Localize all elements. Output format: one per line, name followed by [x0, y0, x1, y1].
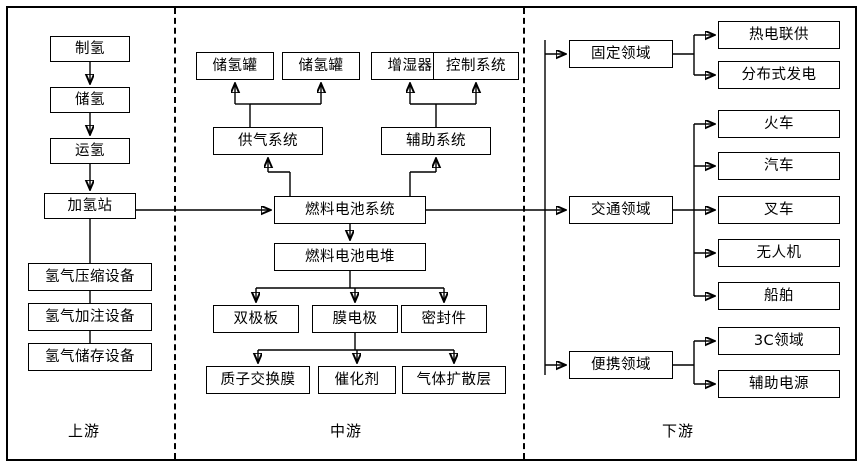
node-sealing-part[interactable]: 密封件	[401, 305, 487, 333]
section-label-downstream: 下游	[662, 422, 695, 440]
node-train[interactable]: 火车	[718, 110, 840, 138]
node-chu-qing[interactable]: 储氢	[50, 87, 130, 113]
node-ship[interactable]: 船舶	[718, 282, 840, 310]
node-fuel-cell-stack[interactable]: 燃料电池电堆	[274, 243, 426, 271]
node-hydrogen-storage-equipment[interactable]: 氢气储存设备	[28, 343, 152, 371]
node-catalyst[interactable]: 催化剂	[318, 366, 396, 394]
node-hydrogen-tank-2[interactable]: 储氢罐	[282, 52, 360, 80]
diagram-outer-border	[6, 6, 857, 461]
node-membrane-electrode[interactable]: 膜电极	[312, 305, 398, 333]
node-car[interactable]: 汽车	[718, 152, 840, 180]
node-proton-exchange-membrane[interactable]: 质子交换膜	[206, 366, 310, 394]
node-drone[interactable]: 无人机	[718, 239, 840, 267]
node-jia-qing-zhan[interactable]: 加氢站	[44, 193, 136, 219]
node-auxiliary-power[interactable]: 辅助电源	[718, 370, 840, 398]
node-transport-field[interactable]: 交通领域	[569, 196, 673, 224]
divider-midstream-downstream	[523, 8, 525, 459]
node-auxiliary-system[interactable]: 辅助系统	[381, 127, 491, 155]
node-stationary-field[interactable]: 固定领域	[569, 40, 673, 68]
node-forklift[interactable]: 叉车	[718, 196, 840, 224]
node-combined-heat-power[interactable]: 热电联供	[718, 21, 840, 49]
section-label-midstream: 中游	[330, 422, 363, 440]
node-distributed-generation[interactable]: 分布式发电	[718, 61, 840, 89]
node-control-system[interactable]: 控制系统	[433, 52, 519, 80]
section-label-upstream: 上游	[68, 422, 101, 440]
node-hydrogen-tank-1[interactable]: 储氢罐	[196, 52, 274, 80]
node-air-supply-system[interactable]: 供气系统	[213, 127, 323, 155]
node-gas-diffusion-layer[interactable]: 气体扩散层	[402, 366, 506, 394]
node-hydrogen-compression-equipment[interactable]: 氢气压缩设备	[28, 263, 152, 291]
node-fuel-cell-system[interactable]: 燃料电池系统	[274, 196, 426, 224]
node-bipolar-plate[interactable]: 双极板	[213, 305, 299, 333]
node-3c-field[interactable]: 3C领域	[718, 327, 840, 355]
node-hydrogen-refueling-equipment[interactable]: 氢气加注设备	[28, 303, 152, 331]
node-zhi-qing[interactable]: 制氢	[50, 36, 130, 62]
divider-upstream-midstream	[174, 8, 176, 459]
node-yun-qing[interactable]: 运氢	[50, 138, 130, 164]
node-portable-field[interactable]: 便携领域	[569, 351, 673, 379]
